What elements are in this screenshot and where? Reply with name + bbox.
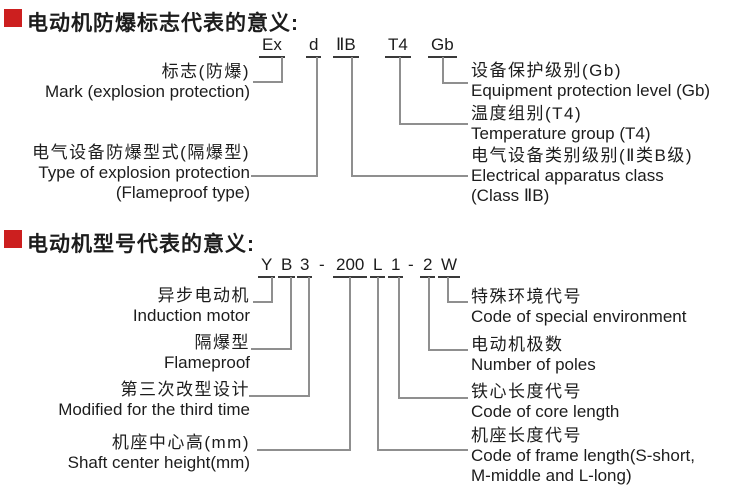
- code2-3: 3: [297, 256, 313, 278]
- connector-line: [257, 449, 351, 451]
- label-zh: 标志(防爆): [161, 62, 250, 81]
- label-mark-explosion-protection: 标志(防爆) Mark (explosion protection): [45, 62, 250, 102]
- label-code-special-environment: 特殊环境代号 Code of special environment: [471, 287, 686, 327]
- label-en: Code of special environment: [471, 307, 687, 326]
- label-en: Modified for the third time: [58, 400, 250, 419]
- connector-line: [251, 348, 292, 350]
- label-en: Equipment protection level (Gb): [471, 81, 711, 100]
- code2-dash2: -: [408, 255, 414, 274]
- code2-2: 2: [420, 256, 436, 278]
- code2-200: 200: [333, 256, 368, 278]
- code2-l: L: [370, 256, 386, 278]
- connector-line: [349, 277, 351, 451]
- connector-line: [442, 57, 444, 84]
- label-en2: (Class ⅡB): [471, 186, 550, 205]
- code2-w: W: [438, 256, 461, 278]
- code2-y: Y: [258, 256, 276, 278]
- red-square-bullet-icon: [4, 9, 22, 27]
- red-square-bullet-icon: [4, 230, 22, 248]
- label-zh: 隔爆型: [194, 333, 250, 352]
- label-flameproof: 隔爆型 Flameproof: [164, 333, 250, 373]
- label-en: Code of frame length(S-short,: [471, 446, 695, 465]
- connector-line: [428, 349, 468, 351]
- connector-line: [447, 301, 468, 303]
- label-en: Type of explosion protection: [38, 163, 250, 182]
- label-zh: 特殊环境代号: [471, 287, 582, 306]
- label-modified-third-time: 第三次改型设计 Modified for the third time: [58, 380, 250, 420]
- label-electrical-apparatus-class: 电气设备类别级别(Ⅱ类B级) Electrical apparatus clas…: [471, 146, 693, 206]
- code1-iib: ⅡB: [333, 36, 359, 58]
- section1-title: 电动机防爆标志代表的意义:: [27, 12, 299, 35]
- label-equipment-protection-level: 设备保护级别(Gb) Equipment protection level (G…: [471, 61, 710, 101]
- label-induction-motor: 异步电动机 Induction motor: [133, 286, 250, 326]
- label-zh: 机座长度代号: [471, 426, 582, 445]
- section2-title: 电动机型号代表的意义:: [27, 233, 255, 256]
- connector-line: [308, 277, 310, 397]
- connector-line: [271, 277, 273, 303]
- label-en: Induction motor: [132, 306, 250, 325]
- label-zh: 温度组别(T4): [471, 104, 583, 123]
- label-zh: 第三次改型设计: [120, 380, 250, 399]
- label-en: Temperature group (T4): [471, 124, 651, 143]
- label-zh: 机座中心高(mm): [111, 433, 250, 452]
- code2-1: 1: [388, 256, 404, 278]
- connector-line: [428, 277, 430, 351]
- connector-line: [281, 57, 283, 83]
- connector-line: [377, 277, 379, 451]
- code2-b: B: [278, 256, 296, 278]
- label-en: Number of poles: [471, 355, 596, 374]
- label-zh: 铁心长度代号: [471, 382, 582, 401]
- code1-ex: Ex: [259, 36, 285, 58]
- connector-line: [351, 175, 468, 177]
- connector-line: [398, 397, 468, 399]
- code1-d: d: [306, 36, 322, 58]
- connector-line: [351, 57, 353, 177]
- code1-t4: T4: [385, 36, 411, 58]
- label-en: Electrical apparatus class: [471, 166, 664, 185]
- connector-line: [290, 277, 292, 350]
- code1-gb: Gb: [428, 36, 457, 58]
- label-en2: (Flameproof type): [115, 183, 250, 202]
- label-zh: 电气设备防爆型式(隔爆型): [32, 143, 250, 162]
- section2-header: 电动机型号代表的意义:: [4, 228, 255, 258]
- label-shaft-center-height: 机座中心高(mm) Shaft center height(mm): [68, 433, 250, 473]
- connector-line: [442, 82, 468, 84]
- connector-line: [447, 277, 449, 303]
- connector-line: [253, 81, 283, 83]
- label-code-frame-length: 机座长度代号 Code of frame length(S-short, M-m…: [471, 426, 695, 486]
- label-type-of-explosion-protection: 电气设备防爆型式(隔爆型) Type of explosion protecti…: [32, 143, 250, 203]
- label-zh: 电动机极数: [471, 335, 564, 354]
- label-en: Mark (explosion protection): [44, 82, 250, 101]
- connector-line: [398, 277, 400, 399]
- label-en: Shaft center height(mm): [67, 453, 250, 472]
- code2-dash1: -: [319, 255, 325, 274]
- label-zh: 设备保护级别(Gb): [471, 61, 622, 80]
- connector-line: [377, 449, 468, 451]
- connector-line: [249, 395, 310, 397]
- connector-line: [316, 57, 318, 177]
- label-zh: 异步电动机: [157, 286, 250, 305]
- connector-line: [253, 301, 273, 303]
- label-number-of-poles: 电动机极数 Number of poles: [471, 335, 596, 375]
- section1-header: 电动机防爆标志代表的意义:: [4, 7, 299, 37]
- label-zh: 电气设备类别级别(Ⅱ类B级): [471, 146, 694, 165]
- label-en2: M-middle and L-long): [471, 466, 632, 485]
- label-code-core-length: 铁心长度代号 Code of core length: [471, 382, 619, 422]
- connector-line: [251, 175, 318, 177]
- label-en: Flameproof: [164, 353, 250, 372]
- label-temperature-group: 温度组别(T4) Temperature group (T4): [471, 104, 651, 144]
- connector-line: [399, 123, 468, 125]
- label-en: Code of core length: [471, 402, 620, 421]
- connector-line: [399, 57, 401, 125]
